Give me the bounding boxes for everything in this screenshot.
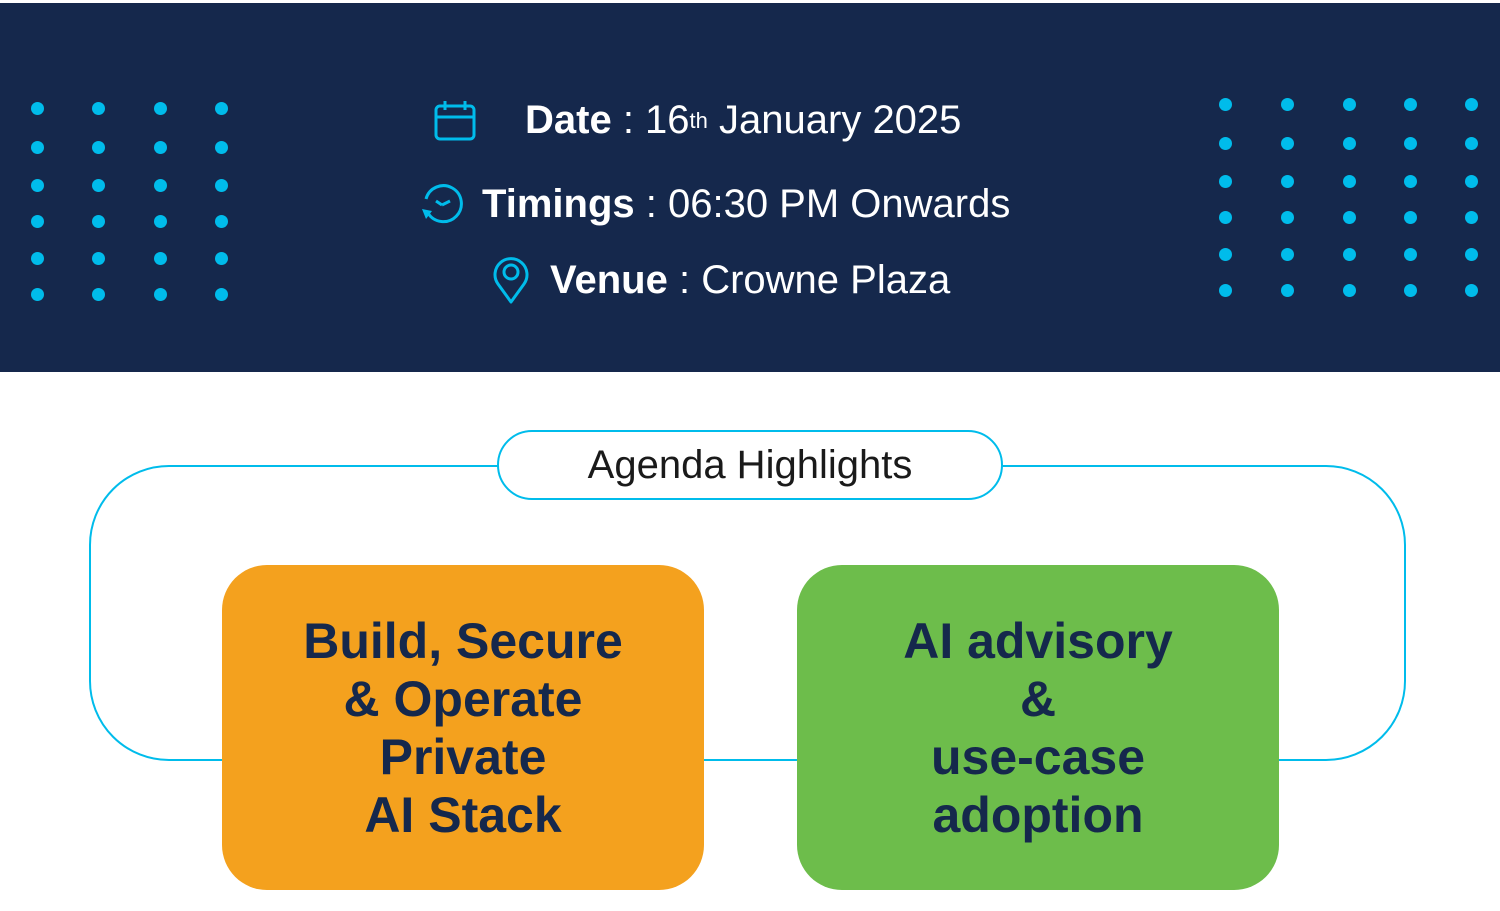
- decorative-dot: [154, 252, 167, 265]
- agenda-item-line: adoption: [932, 786, 1144, 843]
- decorative-dot: [1343, 211, 1356, 224]
- date-label: Date: [525, 98, 612, 142]
- decorative-dot: [92, 102, 105, 115]
- decorative-dot: [215, 215, 228, 228]
- decorative-dot: [1404, 284, 1417, 297]
- decorative-dot: [1404, 137, 1417, 150]
- timings-value: 06:30 PM Onwards: [667, 182, 1011, 226]
- decorative-dot: [1404, 211, 1417, 224]
- agenda-item-line: & Operate: [343, 670, 583, 727]
- decorative-dot: [31, 141, 44, 154]
- agenda-item-line: use-case: [930, 728, 1146, 785]
- agenda-item-line: AI advisory: [903, 612, 1173, 669]
- decorative-dot: [1404, 248, 1417, 261]
- decorative-dot: [1219, 98, 1232, 111]
- decorative-dot: [1281, 248, 1294, 261]
- event-header: [0, 3, 1500, 372]
- decorative-dot: [1465, 137, 1478, 150]
- decorative-dot: [215, 102, 228, 115]
- decorative-dot: [154, 215, 167, 228]
- separator: :: [634, 182, 668, 226]
- decorative-dot: [1343, 137, 1356, 150]
- agenda-item-line: AI Stack: [364, 786, 562, 843]
- decorative-dot: [1343, 284, 1356, 297]
- event-venue: Venue : Crowne Plaza: [492, 255, 950, 305]
- date-day: 16: [645, 98, 690, 142]
- decorative-dot: [1343, 98, 1356, 111]
- agenda-item-line: Private: [379, 728, 547, 785]
- decorative-dot: [215, 141, 228, 154]
- decorative-dot: [92, 141, 105, 154]
- date-month-year: January 2025: [707, 98, 962, 142]
- decorative-dot: [1219, 211, 1232, 224]
- venue-value: Crowne Plaza: [701, 257, 951, 302]
- decorative-dot: [154, 141, 167, 154]
- agenda-item-line: &: [1019, 670, 1057, 727]
- venue-label: Venue: [550, 257, 668, 302]
- decorative-dot: [1219, 175, 1232, 188]
- decorative-dot: [1343, 248, 1356, 261]
- agenda-item-ai-advisory: AI advisory & use-case adoption: [797, 565, 1279, 890]
- decorative-dot: [1465, 284, 1478, 297]
- decorative-dot: [92, 252, 105, 265]
- decorative-dot: [1281, 98, 1294, 111]
- decorative-dot: [154, 102, 167, 115]
- decorative-dot: [1465, 248, 1478, 261]
- decorative-dot: [1281, 211, 1294, 224]
- decorative-dot: [92, 288, 105, 301]
- agenda-item-private-ai-stack: Build, Secure & Operate Private AI Stack: [222, 565, 704, 890]
- decorative-dot: [31, 252, 44, 265]
- decorative-dot: [154, 179, 167, 192]
- decorative-dot: [215, 288, 228, 301]
- decorative-dot: [1219, 137, 1232, 150]
- location-pin-icon: [493, 257, 529, 304]
- decorative-dot: [1343, 175, 1356, 188]
- decorative-dot: [1219, 248, 1232, 261]
- decorative-dot: [31, 215, 44, 228]
- decorative-dot: [1219, 284, 1232, 297]
- decorative-dot: [1465, 175, 1478, 188]
- decorative-dot: [1465, 98, 1478, 111]
- decorative-dot: [1281, 175, 1294, 188]
- decorative-dot: [31, 102, 44, 115]
- decorative-dot: [31, 179, 44, 192]
- decorative-dot: [1404, 98, 1417, 111]
- decorative-dot: [92, 215, 105, 228]
- decorative-dot: [31, 288, 44, 301]
- decorative-dot: [154, 288, 167, 301]
- decorative-dot: [215, 179, 228, 192]
- decorative-dot: [1465, 211, 1478, 224]
- decorative-dot: [1281, 284, 1294, 297]
- separator: :: [667, 257, 702, 302]
- decorative-dot: [1404, 175, 1417, 188]
- agenda-item-line: Build, Secure: [303, 612, 623, 669]
- clock-icon: [422, 183, 463, 223]
- decorative-dot: [215, 252, 228, 265]
- decorative-dot: [92, 179, 105, 192]
- timings-label: Timings: [482, 182, 635, 226]
- separator: :: [611, 98, 646, 142]
- event-timings: Timings : 06:30 PM Onwards: [420, 182, 1010, 227]
- calendar-icon: [434, 100, 476, 140]
- decorative-dot: [1281, 137, 1294, 150]
- agenda-title: Agenda Highlights: [497, 430, 1003, 500]
